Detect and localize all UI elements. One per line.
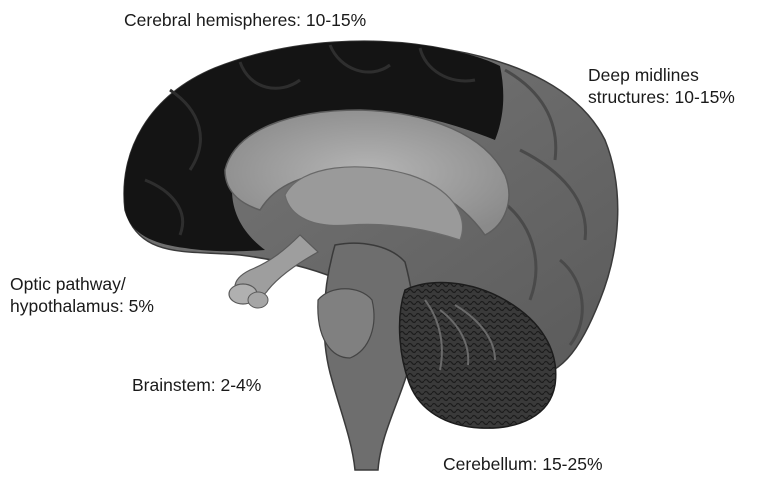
label-cerebral-hemispheres: Cerebral hemispheres: 10-15% [124, 9, 366, 31]
brainstem [324, 243, 414, 470]
label-optic-line2: hypothalamus: 5% [10, 295, 154, 317]
label-deep-midline-structures: Deep midlines structures: 10-15% [588, 64, 735, 108]
label-deep-midline-line1: Deep midlines [588, 64, 735, 86]
label-cerebellum: Cerebellum: 15-25% [443, 453, 603, 475]
label-optic-line1: Optic pathway/ [10, 273, 154, 295]
label-deep-midline-line2: structures: 10-15% [588, 86, 735, 108]
pituitary [248, 292, 268, 308]
label-brainstem: Brainstem: 2-4% [132, 374, 261, 396]
label-optic-pathway: Optic pathway/ hypothalamus: 5% [10, 273, 154, 317]
